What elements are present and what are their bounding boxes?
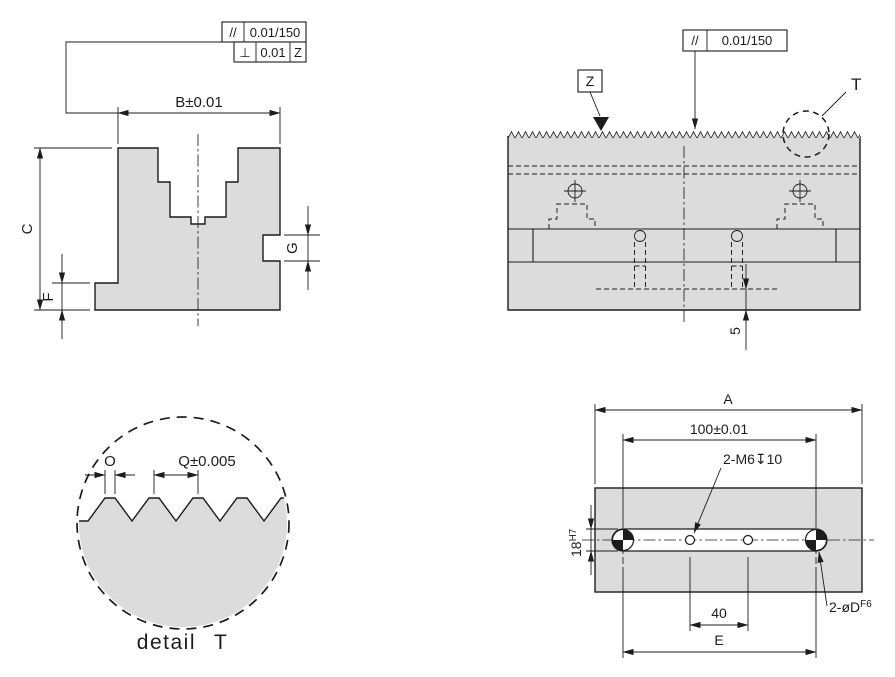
perpendicularity-datum: Z — [294, 45, 302, 60]
callout-tapped-holes: 2-M6↧10 — [693, 451, 782, 534]
dowel-hole-left — [611, 528, 635, 552]
hidden-tapped-hole-right — [731, 230, 743, 289]
dim-40: 40 — [689, 557, 749, 631]
detail-view: O Q±0.005 detail T — [76, 416, 290, 654]
parallelism-tolerance: 0.01/150 — [722, 33, 773, 48]
parallelism-tolerance: 0.01/150 — [250, 25, 301, 40]
hidden-tslot-right — [776, 203, 824, 229]
datum-z-label: Z — [586, 73, 595, 89]
dim-c-label: C — [19, 223, 36, 234]
dim-b: B±0.01 — [117, 94, 281, 144]
perpendicularity-tolerance: 0.01 — [260, 45, 285, 60]
dim-5-label: 5 — [727, 327, 743, 335]
callout-dowel-holes: 2-øDF6 — [817, 551, 872, 615]
dim-40-label: 40 — [711, 605, 727, 621]
detail-caption: detail T — [137, 631, 228, 654]
parallelism-symbol-icon: // — [229, 25, 237, 40]
dim-q-label: Q±0.005 — [178, 453, 235, 470]
dim-f-label: F — [40, 292, 57, 301]
dim-q: Q±0.005 — [153, 453, 236, 494]
dim-5: 5 — [727, 264, 750, 350]
fcf-parallelism-frame-front: // 0.01/150 — [682, 29, 788, 130]
fcf-parallelism-frame: // 0.01/150 — [221, 21, 307, 43]
tapped-hole-right — [742, 534, 754, 546]
dim-b-label: B±0.01 — [175, 94, 222, 111]
front-view: Z // 0.01/150 T 5 — [507, 29, 861, 350]
dim-100-label: 100±0.01 — [690, 421, 749, 437]
datum-z-flag: Z — [577, 69, 609, 131]
detail-caption-word: detail — [137, 631, 196, 654]
hidden-tslot-left — [548, 203, 596, 229]
dim-a: A — [594, 391, 863, 484]
rail-cross-section-body — [94, 147, 281, 311]
hidden-tapped-hole-left — [634, 230, 646, 289]
dowel-hole-right — [804, 528, 828, 552]
dim-g-label: G — [284, 242, 301, 254]
detail-boundary-circle — [76, 416, 290, 630]
side-hole-marker-left — [564, 180, 586, 202]
dim-f: F — [40, 254, 90, 339]
callout-m6-label: 2-M6↧10 — [723, 451, 782, 467]
plan-view: A 100±0.01 2-M6↧10 18H7 40 — [568, 391, 874, 658]
dim-g: G — [284, 206, 320, 290]
section-view: // 0.01/150 ⊥ 0.01 Z B±0.01 C — [19, 21, 320, 339]
dim-100: 100±0.01 — [622, 421, 817, 516]
detail-t-label: T — [851, 75, 861, 94]
perpendicularity-symbol-icon: ⊥ — [239, 45, 250, 60]
dim-18h7-label: 18H7 — [568, 528, 584, 557]
callout-dowel-label: 2-øDF6 — [829, 599, 872, 615]
detail-caption-letter: T — [214, 631, 228, 654]
dim-e: E — [622, 567, 817, 658]
dim-a-label: A — [723, 391, 733, 407]
detail-circle-t: T — [782, 75, 861, 158]
serration-profile — [79, 497, 287, 627]
dim-18h7: 18H7 — [568, 505, 618, 575]
fcf-perpendicularity-frame: ⊥ 0.01 Z — [233, 41, 307, 63]
dim-c: C — [19, 147, 112, 311]
dim-o-label: O — [104, 453, 116, 470]
parallelism-symbol-icon: // — [691, 33, 699, 48]
side-hole-marker-right — [789, 180, 811, 202]
datum-target-triangle-icon — [593, 117, 609, 131]
tapped-hole-left — [684, 534, 696, 546]
fcf-leader-line — [65, 41, 222, 114]
dim-e-label: E — [714, 632, 723, 648]
serrated-top-surface — [508, 131, 860, 139]
dim-o: O — [85, 453, 135, 494]
